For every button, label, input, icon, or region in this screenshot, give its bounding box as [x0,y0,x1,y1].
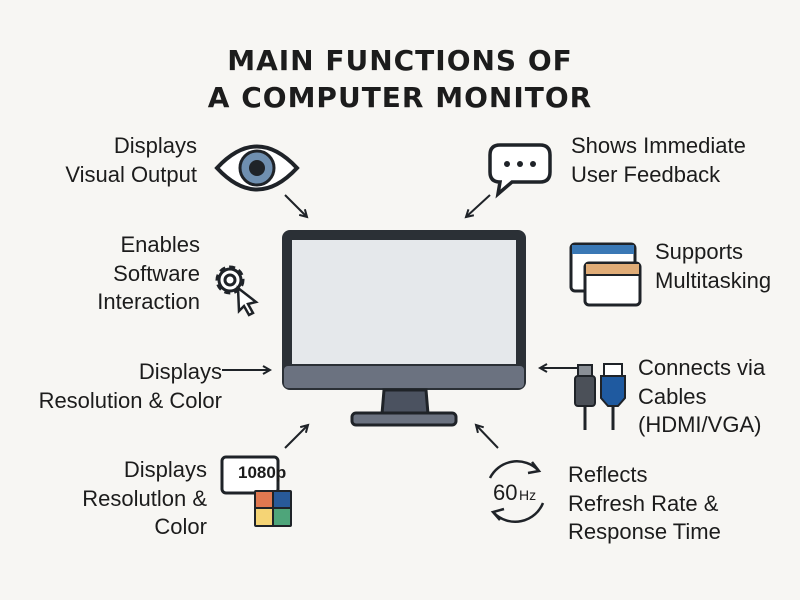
label-visual-output: Displays Visual Output [65,133,197,187]
page-title: MAIN FUNCTIONS OF A COMPUTER MONITOR [207,44,593,114]
windows-icon [569,242,642,307]
refresh-icon [488,460,545,523]
arrow-refresh [476,425,499,449]
chat-bubble-icon [488,143,552,199]
label-user-feedback: Shows Immediate User Feedback [571,133,746,187]
arrow-resolution-2 [284,425,308,449]
label-software-interaction: Enables Software Interaction [97,232,200,314]
label-refresh-rate: Reflects Refresh Rate & Response Time [568,462,721,544]
refresh-rate-number: 60 [493,480,518,505]
monitor-icon [282,230,526,427]
resolution-icon [220,455,292,527]
label-cables: Connects via Cables (HDMI/VGA) [638,355,766,437]
label-resolution-color-2: Displays Resolutlon & Color [82,457,207,539]
label-multitasking: Supports Multitasking [655,239,772,293]
cables-icon [574,363,626,430]
eye-icon [214,144,300,192]
arrow-user-feedback [466,194,491,217]
label-resolution-color: Displays Resolution & Color [38,359,222,413]
refresh-rate-unit: Hz [519,487,537,503]
gear-cursor-icon [215,265,259,317]
arrow-visual-output [284,194,307,217]
resolution-badge-text: 1080p [238,463,287,482]
